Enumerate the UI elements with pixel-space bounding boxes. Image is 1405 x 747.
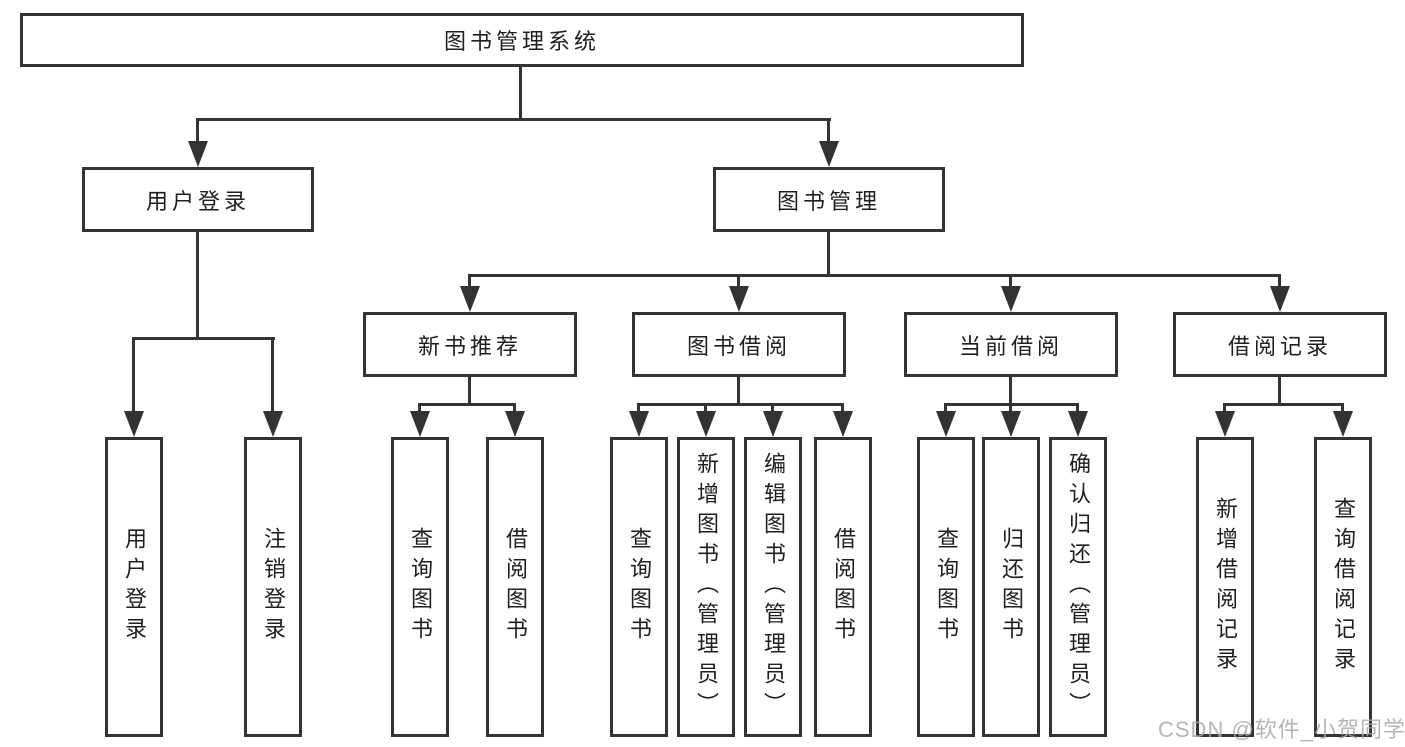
leaf-borrowing-edit-books-admin: 编辑图书（管理员） (744, 437, 802, 737)
arrow-to-new-book-recommend (459, 274, 480, 312)
leaf-current-confirm-return-admin: 确认归还（管理员） (1049, 437, 1107, 737)
connector-book-borrowing-branch (637, 403, 844, 406)
arrow-to-cb-return (1000, 403, 1021, 437)
leaf-records-add-record: 新增借阅记录 (1196, 437, 1254, 737)
csdn-watermark: CSDN @软件_小贺同学 (1158, 717, 1405, 742)
connector-borrow-records-stem (1278, 375, 1281, 406)
node-user-login: 用户登录 (82, 167, 314, 232)
leaf-current-query-books: 查询图书 (917, 437, 975, 737)
leaf-borrowing-query-books: 查询图书 (610, 437, 668, 737)
node-library-system: 图书管理系统 (20, 13, 1024, 67)
connector-root-branch (197, 118, 831, 121)
connector-book-borrowing-stem (737, 375, 740, 406)
node-book-borrowing: 图书借阅 (632, 312, 846, 377)
connector-user-login-stem (196, 230, 199, 340)
arrow-to-bb-query (628, 403, 649, 437)
arrow-to-bb-add (695, 403, 716, 437)
arrow-to-leaf-logout (262, 337, 283, 437)
leaf-records-query-record: 查询借阅记录 (1314, 437, 1372, 737)
arrow-to-borrow-records (1269, 274, 1290, 312)
connector-current-borrowing-stem (1009, 375, 1012, 406)
connector-root-stem (519, 65, 522, 121)
connector-borrow-records-branch (1223, 403, 1344, 406)
leaf-logout: 注销登录 (244, 437, 302, 737)
leaf-borrowing-borrow-books: 借阅图书 (814, 437, 872, 737)
arrow-to-nb-borrow (504, 403, 525, 437)
arrow-to-br-add (1214, 403, 1235, 437)
arrow-to-cb-query (935, 403, 956, 437)
arrow-to-book-borrowing (728, 274, 749, 312)
node-new-book-recommend: 新书推荐 (363, 312, 577, 377)
leaf-user-login: 用户登录 (105, 437, 163, 737)
arrow-to-current-borrowing (1000, 274, 1021, 312)
arrow-to-book-management (818, 118, 839, 167)
leaf-current-return-books: 归还图书 (982, 437, 1040, 737)
arrow-to-user-login (187, 118, 208, 167)
leaf-borrowing-add-books-admin: 新增图书（管理员） (677, 437, 735, 737)
arrow-to-bb-edit (762, 403, 783, 437)
arrow-to-br-query (1332, 403, 1353, 437)
connector-book-management-stem (827, 230, 830, 277)
arrow-to-leaf-login (123, 337, 144, 437)
connector-new-book-stem (468, 375, 471, 406)
arrow-to-nb-query (409, 403, 430, 437)
arrow-to-bb-borrow (832, 403, 853, 437)
leaf-newbook-borrow-books: 借阅图书 (486, 437, 544, 737)
node-current-borrowing: 当前借阅 (904, 312, 1118, 377)
node-borrow-records: 借阅记录 (1173, 312, 1387, 377)
connector-user-login-branch (133, 337, 275, 340)
connector-new-book-branch (418, 403, 516, 406)
connector-book-management-branch (468, 274, 1281, 277)
leaf-newbook-query-books: 查询图书 (391, 437, 449, 737)
node-book-management: 图书管理 (713, 167, 945, 232)
arrow-to-cb-confirm (1067, 403, 1088, 437)
